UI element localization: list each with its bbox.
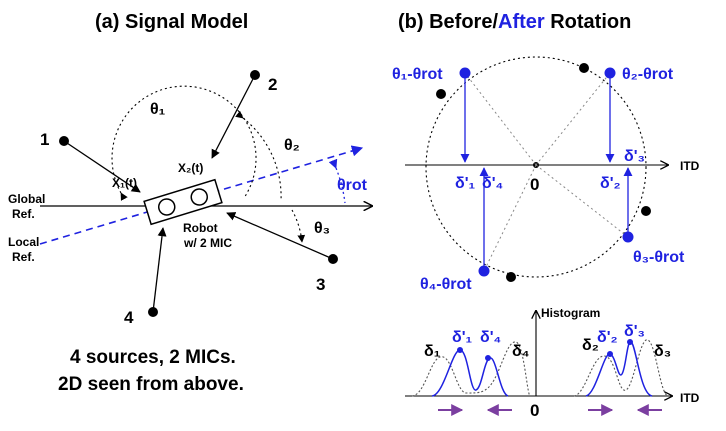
delta-prime-3-label: δ'₃ [624,148,645,165]
hist-ylabel: Histogram [541,306,600,320]
origin-label: 0 [530,175,539,194]
source-1-dot [59,136,69,146]
panel-b-title: (b) Before/After Rotation [398,11,631,33]
global-ref-label-2: Ref. [12,207,35,221]
panel-a: (a) Signal Model Global Ref. Local Ref. … [8,11,372,395]
theta2-arc [235,110,282,202]
hist-before-right [573,339,669,397]
local-ref-label: Local [8,235,39,249]
radial-2 [535,72,611,166]
panel-b-title-suffix: Rotation [545,11,632,33]
panel-b-title-after: After [498,11,545,33]
ray-source-2 [211,74,256,159]
theta2-label: θ₂ [284,137,300,154]
theta1-label: θ₁ [150,101,166,118]
orig-point-4 [506,272,516,282]
panel-a-title: (a) Signal Model [95,11,248,33]
radial-1 [464,72,537,166]
hist-delta-2: δ₂ [582,337,599,354]
source-2-dot [250,70,260,80]
unit-circle [425,56,647,278]
robot-label: Robot [183,221,218,235]
hist-after-right [585,341,653,397]
panel-b: (b) Before/After Rotation ITD 0 θ₁-θrot … [392,11,700,420]
ray-source-3 [226,212,334,260]
hist-peak-3 [627,339,633,345]
theta3-label: θ₃ [314,220,330,237]
rot-label-3: θ₃-θrot [633,249,685,266]
orig-point-3 [641,206,651,216]
caption-line-1: 4 sources, 2 MICs. [70,347,236,368]
hist-before-left [411,341,531,397]
x1-label: X₁(t) [112,176,137,190]
source-4-dot [148,307,158,317]
hist-delta-3: δ₃ [654,343,671,360]
hist-delta-prime-2: δ'₂ [597,329,618,346]
hist-peak-2 [607,351,613,357]
orig-point-2 [579,63,589,73]
rot-point-3 [622,231,634,243]
delta-prime-1-label: δ'₁ [455,175,476,192]
hist-delta-prime-1: δ'₁ [452,329,473,346]
rot-label-4: θ₄-θrot [420,276,472,293]
caption-line-2: 2D seen from above. [58,374,244,395]
x2-label: X₂(t) [178,161,203,175]
global-ref-label: Global [8,192,45,206]
delta-prime-2-label: δ'₂ [600,175,621,192]
source-3-dot [328,254,338,264]
orig-point-1 [436,89,446,99]
local-ref-label-2: Ref. [12,250,35,264]
ray-source-1 [63,140,141,193]
rot-point-2 [604,67,616,79]
hist-peak-4 [485,355,491,361]
hist-after-left [431,349,509,397]
histogram: Histogram ITD 0 δ₁ δ₂ δ₃ δ₄ δ'₁ δ'₄ δ'₂ … [405,306,700,420]
source-2-label: 2 [268,75,277,94]
mic-1-icon [157,198,176,216]
panel-b-title-prefix: (b) Before/ [398,11,498,33]
source-1-label: 1 [40,130,49,149]
robot [143,178,223,226]
theta-rot-arc [328,158,346,204]
theta-rot-label: θrot [337,177,368,194]
hist-delta-4: δ₄ [512,343,529,360]
robot-mic-label: w/ 2 MIC [183,236,232,250]
itd-axis-label: ITD [680,159,700,173]
rot-label-1: θ₁-θrot [392,66,443,83]
rot-point-1 [459,67,471,79]
source-3-label: 3 [316,275,325,294]
hist-peak-1 [457,347,463,353]
source-4-label: 4 [124,308,134,327]
mic-2-icon [190,188,209,206]
ray-source-4 [152,227,167,313]
hist-xlabel: ITD [680,391,700,405]
hist-delta-prime-3: δ'₃ [624,323,645,340]
theta1-arc [111,85,257,201]
rot-label-2: θ₂-θrot [622,66,674,83]
hist-delta-1: δ₁ [424,343,441,360]
delta-prime-4-label: δ'₄ [482,175,503,192]
hist-delta-prime-4: δ'₄ [480,329,501,346]
theta3-arc [291,209,306,243]
rot-point-4 [478,265,490,277]
hist-origin: 0 [530,401,539,420]
